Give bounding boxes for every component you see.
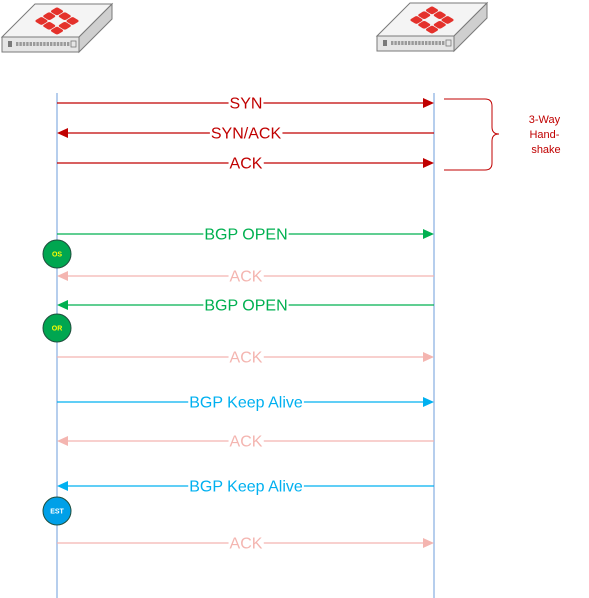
state-marker: OS [42,239,72,269]
port-panel [8,40,77,48]
port-panel [383,39,452,47]
state-label: EST [50,509,64,516]
message-arrow: ACK [57,434,434,451]
message-label: BGP Keep Alive [189,395,303,412]
state-circle [42,239,72,269]
left-device-icon [0,2,114,54]
message-arrow: ACK [57,269,434,286]
right-device-icon [375,1,489,53]
message-arrow: BGP OPEN [57,227,434,244]
message-label: SYN/ACK [211,126,282,143]
state-label: OS [52,252,62,259]
message-label: ACK [230,269,263,286]
message-arrow: BGP Keep Alive [57,395,434,412]
state-circle [42,496,72,526]
message-arrow: BGP OPEN [57,298,434,315]
arrowhead [423,98,434,108]
message-label: ACK [230,434,263,451]
arrowhead [423,352,434,362]
message-label: ACK [230,536,263,553]
message-label: SYN [230,96,263,113]
message-label: ACK [230,350,263,367]
message-arrow: SYN/ACK [57,126,434,143]
arrowhead [57,300,68,310]
state-label: OR [52,326,63,333]
arrowhead [57,271,68,281]
handshake-note-line: 3-Way [529,114,561,126]
arrowhead [423,158,434,168]
handshake-note-line: Hand- [529,129,559,141]
handshake-note-line: shake [531,144,560,156]
message-label: BGP OPEN [204,227,287,244]
brand-logo-icon [410,6,454,34]
arrowhead [423,229,434,239]
state-marker: EST [42,496,72,526]
state-circle [42,313,72,343]
message-arrow: SYN [57,96,434,113]
message-arrow: BGP Keep Alive [57,479,434,496]
message-arrow: ACK [57,536,434,553]
handshake-brace [444,98,500,171]
state-markers: OS OR EST [42,239,72,526]
message-arrow: ACK [57,156,434,173]
arrowhead [57,128,68,138]
arrowhead [57,436,68,446]
handshake-note: 3-Way Hand- shake [529,114,563,156]
message-label: ACK [230,156,263,173]
arrowhead [423,538,434,548]
arrowhead [423,397,434,407]
message-list: SYN SYN/ACK ACK BGP OPEN ACK BGP OPEN ACK BGP K… [57,96,434,553]
brand-logo-icon [35,7,79,35]
message-label: BGP Keep Alive [189,479,303,496]
message-label: BGP OPEN [204,298,287,315]
arrowhead [57,481,68,491]
state-marker: OR [42,313,72,343]
message-arrow: ACK [57,350,434,367]
